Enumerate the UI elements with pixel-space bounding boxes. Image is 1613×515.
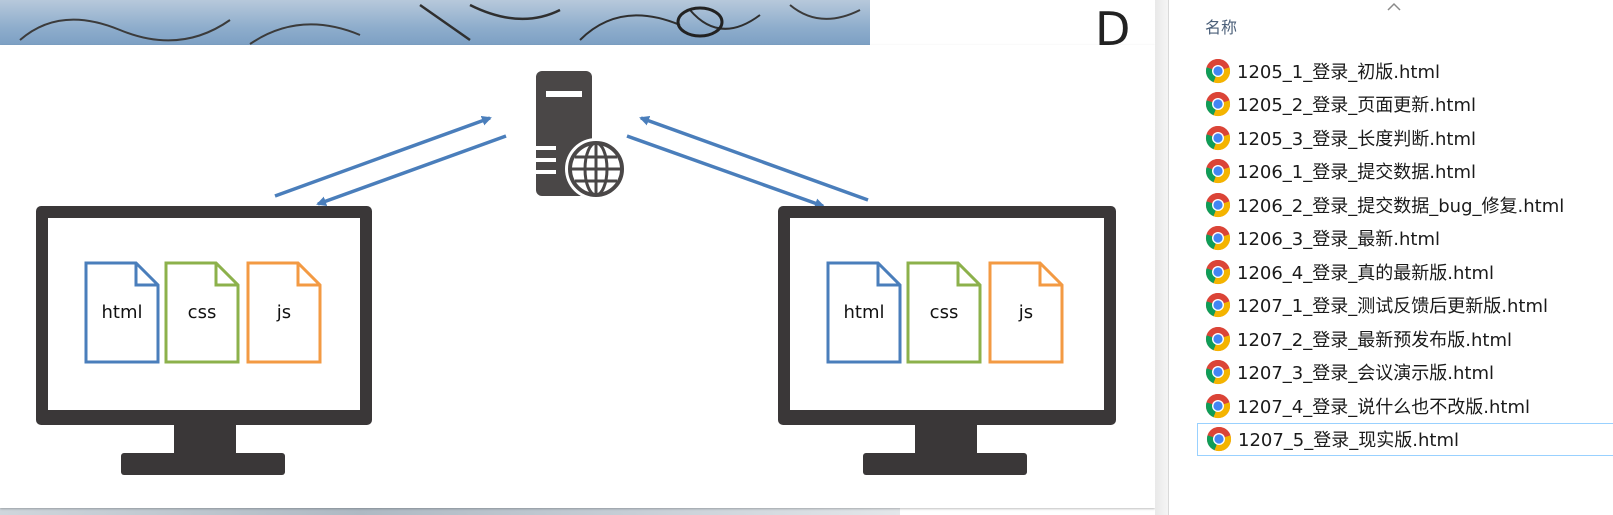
chrome-icon [1205,192,1231,218]
file-name: 1205_2_登录_页面更新.html [1237,95,1476,117]
file-label: js [1018,302,1033,323]
file-icon-js-left: js [246,261,322,364]
file-item[interactable]: 1205_2_登录_页面更新.html [1205,88,1613,122]
file-name: 1207_4_登录_说什么也不改版.html [1237,396,1530,418]
file-item[interactable]: 1205_3_登录_长度判断.html [1205,121,1613,155]
chrome-icon [1205,326,1231,352]
file-name: 1206_3_登录_最新.html [1237,229,1440,251]
file-name: 1207_2_登录_最新预发布版.html [1237,329,1512,351]
file-icon-js-right: js [988,261,1064,364]
file-item[interactable]: 1207_2_登录_最新预发布版.html [1205,322,1613,356]
chrome-icon [1205,158,1231,184]
chrome-icon [1205,125,1231,151]
sketch-lines [19,3,861,45]
file-name: 1207_5_登录_现实版.html [1238,430,1459,452]
file-label: css [930,302,959,323]
file-item[interactable]: 1207_1_登录_测试反馈后更新版.html [1205,289,1613,323]
arrow-right-to-server [639,116,869,202]
file-name: 1207_3_登录_会议演示版.html [1237,363,1494,385]
background-sketch [0,0,870,46]
file-name: 1205_3_登录_长度判断.html [1237,128,1476,150]
client-server-diagram: html css js html css js [0,45,1155,508]
file-item[interactable]: 1206_1_登录_提交数据.html [1205,155,1613,189]
explorer-border [1155,0,1168,515]
file-icon-css-left: css [164,261,240,364]
arrow-server-to-right [626,134,825,209]
file-icon-html-right: html [826,261,902,364]
chrome-icon [1205,393,1231,419]
file-label: html [843,302,884,323]
chrome-icon [1206,426,1232,452]
file-label: css [188,302,217,323]
request-response-arrows [274,116,869,209]
file-label: js [276,302,291,323]
file-item[interactable]: 1207_3_登录_会议演示版.html [1205,356,1613,390]
diagram-canvas: html css js html css js [36,71,1116,475]
chrome-icon [1205,58,1231,84]
arrow-left-to-server [274,116,492,198]
file-name: 1206_2_登录_提交数据_bug_修复.html [1237,195,1565,217]
overlay-letter: D [1095,2,1131,56]
globe-icon [565,138,627,200]
file-item[interactable]: 1207_5_登录_现实版.html [1197,422,1613,456]
file-icon-html-left: html [84,261,160,364]
file-icon-css-right: css [906,261,982,364]
file-list: 1205_1_登录_初版.html 1205_2_登录_页面更新.html 1205… [1197,54,1613,456]
chrome-icon [1205,259,1231,285]
chrome-icon [1205,91,1231,117]
file-name: 1206_1_登录_提交数据.html [1237,162,1476,184]
sort-ascending-icon[interactable] [1387,2,1401,12]
arrow-server-to-left [316,134,507,206]
file-item[interactable]: 1206_3_登录_最新.html [1205,222,1613,256]
file-item[interactable]: 1206_2_登录_提交数据_bug_修复.html [1205,188,1613,222]
chrome-icon [1205,359,1231,385]
file-item[interactable]: 1206_4_登录_真的最新版.html [1205,255,1613,289]
file-item[interactable]: 1205_1_登录_初版.html [1205,54,1613,88]
column-header-name[interactable]: 名称 [1205,18,1238,37]
file-label: html [101,302,142,323]
chrome-icon [1205,292,1231,318]
file-name: 1207_1_登录_测试反馈后更新版.html [1237,296,1548,318]
file-item[interactable]: 1207_4_登录_说什么也不改版.html [1205,389,1613,423]
file-name: 1206_4_登录_真的最新版.html [1237,262,1494,284]
chrome-icon [1205,225,1231,251]
file-name: 1205_1_登录_初版.html [1237,61,1440,83]
